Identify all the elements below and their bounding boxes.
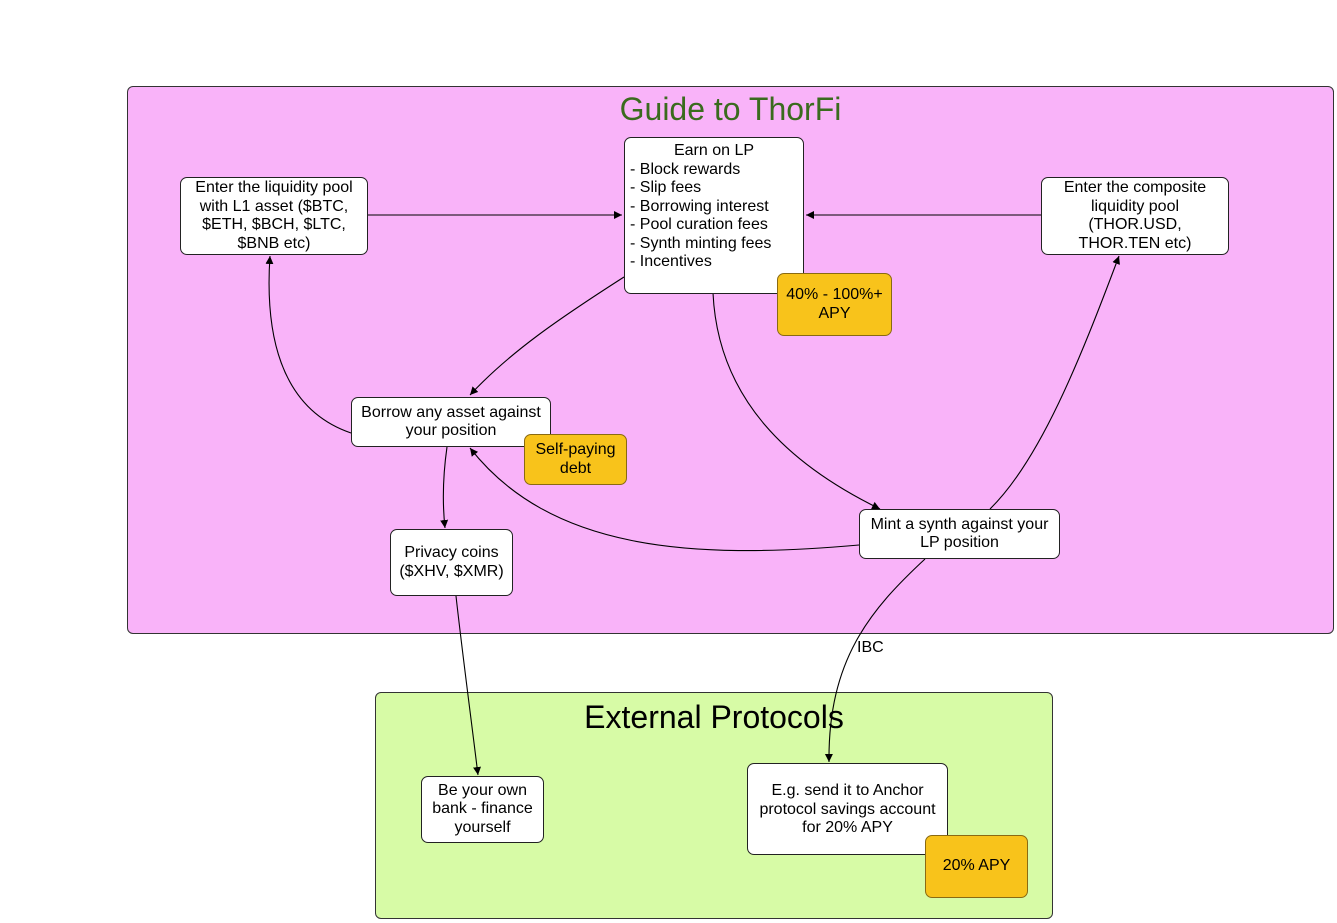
- earn-item: - Incentives: [630, 253, 712, 270]
- mint-synth-text: Mint a synth against your LP position: [870, 515, 1049, 552]
- earn-on-lp-title: Earn on LP: [673, 142, 755, 159]
- anchor-apy-text: 20% APY: [942, 857, 1011, 875]
- apy-badge: 40% - 100%+ APY: [777, 273, 892, 336]
- edge-mint-synth-to-borrow: [469, 447, 860, 552]
- earn-on-lp-box: Earn on LP - Block rewards - Slip fees -…: [624, 137, 804, 294]
- edge-privacy-coins-to-own-bank: [455, 595, 481, 776]
- earn-item: - Synth minting fees: [630, 234, 772, 252]
- anchor-protocol-box: E.g. send it to Anchor protocol savings …: [747, 763, 948, 855]
- privacy-coins-text: Privacy coins ($XHV, $XMR): [399, 544, 504, 580]
- self-paying-debt-badge: Self-paying debt: [524, 434, 627, 485]
- enter-composite-pool-text: Enter the composite liquidity pool (THOR…: [1063, 179, 1207, 252]
- enter-l1-pool-box: Enter the liquidity pool with L1 asset (…: [180, 177, 368, 255]
- borrow-box: Borrow any asset against your position: [351, 397, 551, 447]
- edge-mint-synth-to-anchor-ibc: [824, 558, 926, 763]
- ibc-edge-label: IBC: [857, 639, 884, 656]
- diagram-title: Guide to ThorFi: [619, 91, 842, 127]
- edge-earn-lp-to-borrow: [469, 276, 625, 396]
- edge-mint-synth-to-composite: [989, 255, 1120, 510]
- own-bank-box: Be your own bank - finance yourself: [421, 776, 544, 843]
- enter-l1-pool-text: Enter the liquidity pool with L1 asset (…: [195, 179, 353, 252]
- apy-badge-text: 40% - 100%+ APY: [786, 286, 883, 322]
- earn-item: - Slip fees: [630, 179, 702, 196]
- mint-synth-box: Mint a synth against your LP position: [859, 509, 1060, 559]
- anchor-apy-badge: 20% APY: [925, 835, 1028, 898]
- privacy-coins-box: Privacy coins ($XHV, $XMR): [390, 529, 513, 596]
- edge-borrow-to-privacy-coins: [440, 446, 449, 529]
- self-paying-debt-text: Self-paying debt: [535, 441, 616, 477]
- earn-item: - Pool curation fees: [630, 216, 768, 233]
- anchor-protocol-text: E.g. send it to Anchor protocol savings …: [759, 782, 936, 836]
- own-bank-text: Be your own bank - finance yourself: [432, 781, 533, 836]
- earn-on-lp-list: - Block rewards - Slip fees - Borrowing …: [630, 161, 798, 272]
- borrow-text: Borrow any asset against your position: [361, 403, 541, 440]
- edge-borrow-to-enter-l1: [265, 255, 352, 434]
- enter-composite-pool-box: Enter the composite liquidity pool (THOR…: [1041, 177, 1229, 255]
- earn-item: - Block rewards: [630, 160, 741, 178]
- external-protocols-title: External Protocols: [584, 699, 844, 735]
- edge-earn-lp-to-mint-synth: [712, 292, 881, 510]
- earn-item: - Borrowing interest: [630, 197, 769, 215]
